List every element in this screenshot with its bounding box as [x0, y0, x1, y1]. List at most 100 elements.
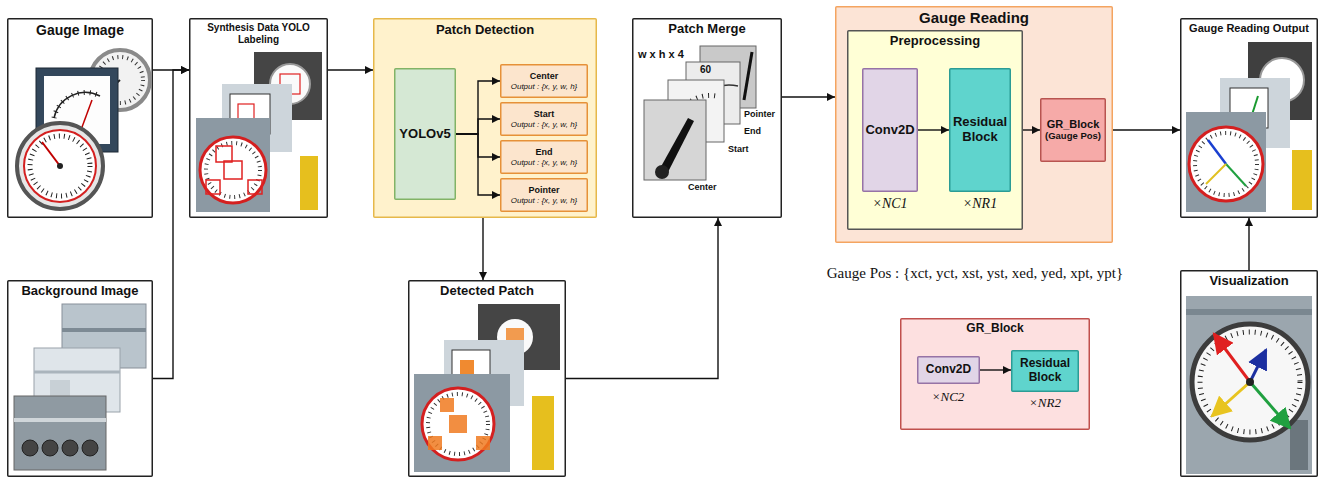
- output-box-outline: [501, 103, 588, 136]
- background-photos-part: [82, 440, 98, 456]
- multiplier-label: ×NR1: [963, 196, 997, 211]
- flow-arrow: [456, 119, 500, 134]
- output-box-outline: [501, 141, 588, 174]
- visualization-photo-part: [1250, 382, 1290, 428]
- input-image-box: Background Image: [7, 280, 153, 477]
- legend-panel: GR_BlockConv2D Residual Block: [900, 318, 1090, 430]
- box-title: Detected Patch: [440, 284, 534, 299]
- box-text: Output : {x, y, w, h}: [511, 82, 578, 91]
- background-photos-part: [34, 371, 120, 374]
- background-photos-part: [62, 328, 146, 332]
- detected-patch-photos-part: [476, 436, 490, 450]
- box-title: Gauge Image: [36, 22, 124, 38]
- labelled-synthetic-photos-part: [248, 180, 262, 194]
- labelled-synthetic-photos-part: [216, 146, 232, 162]
- output-box-outline: [501, 65, 588, 98]
- box-title: Conv2D: [926, 363, 971, 377]
- reading-output-photos-part: [1208, 140, 1226, 164]
- box-text: Output : {x, y, w, h}: [511, 120, 578, 129]
- layer-box-outline: [863, 69, 918, 192]
- gauge-photos-part: [57, 163, 63, 169]
- labelled-synthetic-photos-part: [206, 143, 260, 197]
- box-title: GR_Block: [966, 322, 1023, 336]
- visualization-photo-part: [1186, 309, 1312, 315]
- reading-output-photos: [1186, 42, 1312, 212]
- layer-box-outline: [918, 357, 980, 384]
- background-photos: [14, 304, 146, 470]
- process-box-outline: [190, 19, 328, 218]
- visualization-photo-part: [1290, 420, 1308, 470]
- background-photos-part: [14, 396, 106, 470]
- box-text: Output : {x, y, w, h}: [511, 158, 578, 167]
- reading-output-photos-part: [1292, 150, 1312, 210]
- gauge-photos: [17, 50, 150, 209]
- box-title: Patch Merge: [668, 22, 745, 37]
- stage-panel-outline: [374, 19, 597, 218]
- detected-patch-photos-part: [422, 388, 494, 460]
- flow-arrow: [1113, 129, 1180, 130]
- visualization-photo-part: [1212, 382, 1250, 416]
- box-title: Conv2D: [865, 123, 914, 138]
- detected-patch-photos-part: [532, 396, 554, 470]
- visualization-photo-part: [1214, 334, 1250, 382]
- model-box-outline: [395, 69, 456, 200]
- stage-panel-outline: [836, 7, 1113, 243]
- box-title: Center: [530, 71, 559, 81]
- multiplier-label: ×NC1: [872, 196, 907, 211]
- input-image-box-outline: [8, 19, 153, 218]
- visualization-photo-part: [1246, 378, 1254, 386]
- detected-patch-photos-part: [414, 374, 510, 472]
- box-title: GR_Block: [1047, 118, 1100, 131]
- output-box-outline: [501, 179, 588, 212]
- labelled-synthetic-photos-part: [300, 156, 318, 210]
- labelled-synthetic-photos-part: [238, 104, 254, 120]
- output-format-label: Gauge Pos : {xct, yct, xst, yst, xed, ye…: [827, 265, 1123, 282]
- box-title: Background Image: [21, 284, 138, 299]
- model-box: YOLOv5: [394, 68, 456, 200]
- labelled-synthetic-photos-part: [196, 118, 270, 212]
- box-title: YOLOv5: [399, 127, 450, 142]
- layer-box: Conv2D: [917, 356, 980, 384]
- gauge-photos-part: [17, 123, 103, 209]
- box-title: Visualization: [1209, 274, 1288, 289]
- input-image-box: Gauge Image: [7, 18, 153, 218]
- flow-arrow: [782, 96, 835, 97]
- flow-arrow: [980, 369, 1011, 370]
- detected-patch-photos: [414, 304, 560, 472]
- merged-patches-part: [744, 52, 752, 100]
- process-box: Visualization: [1180, 270, 1318, 477]
- patch-label: Start: [728, 145, 749, 155]
- reading-output-photos-part: [1189, 127, 1263, 201]
- process-box-outline: [409, 281, 566, 477]
- block-box: GR_Block(Gauge Pos): [1040, 98, 1106, 162]
- reading-output-photos-part: [1206, 164, 1226, 184]
- labelled-synthetic-photos-part: [206, 180, 220, 194]
- process-box-outline: [633, 19, 782, 218]
- box-title: Patch Detection: [436, 23, 534, 38]
- box-title: Residual Block: [1013, 357, 1077, 385]
- stage-panel-outline: [848, 31, 1023, 230]
- process-box-outline: [1181, 271, 1318, 477]
- block-box-outline: [1041, 99, 1106, 162]
- detected-patch-photos-part: [449, 415, 467, 433]
- layer-box-outline: [950, 69, 1011, 192]
- labelled-synthetic-photos-part: [200, 137, 266, 203]
- labelled-synthetic-photos-part: [224, 161, 242, 179]
- gauge-photos-part: [54, 92, 100, 118]
- output-box: CenterOutput : {x, y, w, h}: [500, 64, 588, 98]
- detected-patch-photos-part: [428, 436, 442, 450]
- dimension-label: w x h x 4: [638, 48, 684, 60]
- visualization-photo: [1186, 296, 1312, 474]
- layer-box-outline: [1012, 351, 1079, 392]
- layer-box: Residual Block: [949, 68, 1011, 192]
- layer-box: Conv2D: [862, 68, 918, 192]
- stage-panel: Patch DetectionYOLOv5CenterOutput : {x, …: [373, 18, 597, 218]
- background-photos-part: [62, 440, 78, 456]
- box-text: (Gauge Pos): [1045, 131, 1101, 142]
- detected-patch-photos-part: [460, 360, 474, 374]
- dial-number: 60: [700, 64, 711, 75]
- output-box: StartOutput : {x, y, w, h}: [500, 102, 588, 136]
- multiplier-label: ×NC2: [932, 390, 965, 404]
